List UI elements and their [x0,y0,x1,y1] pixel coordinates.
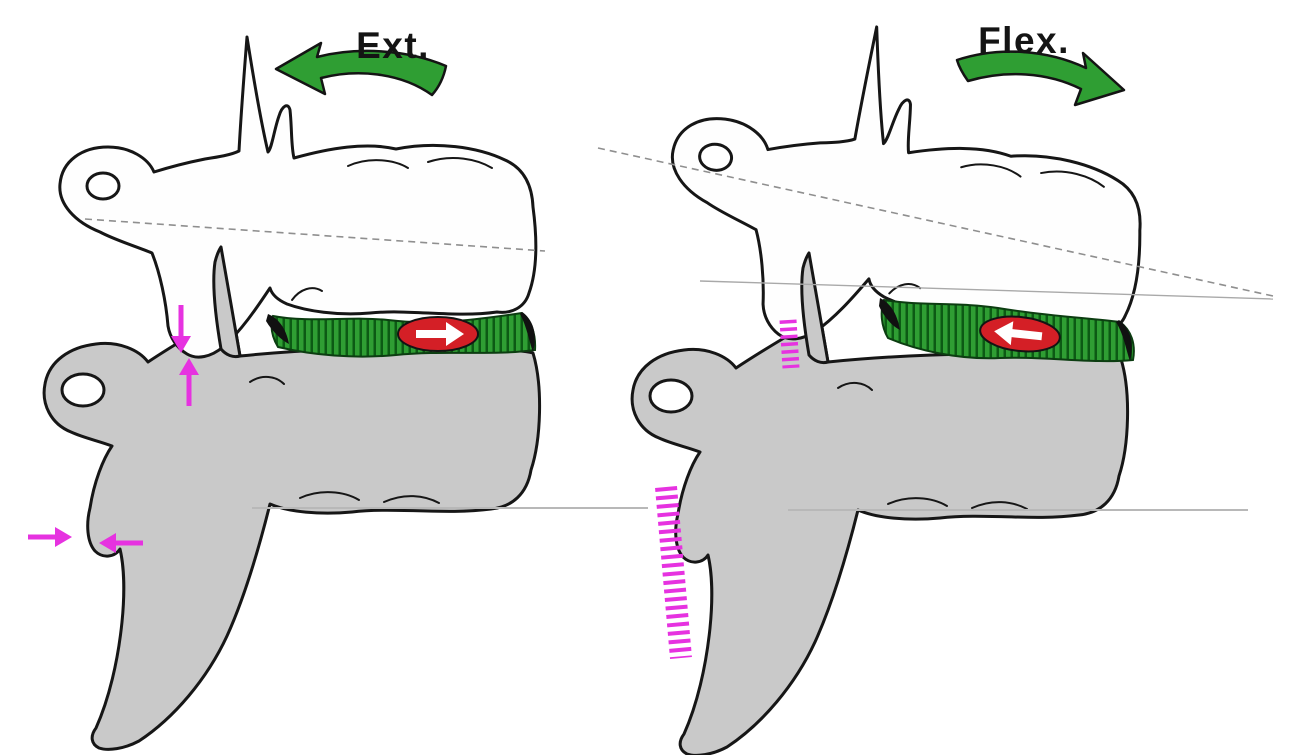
extension-disc-anterior-wedge [520,312,535,352]
flexion-facet-gap-hatch [779,319,800,369]
flexion-label: Flex. [978,20,1070,61]
spinous-arrow-right-head-icon [55,527,72,547]
extension-facet-compression-arrows [171,305,199,406]
flexion-disc-posterior-wedge [879,298,900,330]
facet-arrow-up-head-icon [179,358,199,375]
extension-panel: Ext. [28,25,648,751]
flexion-disc-anterior-wedge [1116,320,1132,361]
extension-disc-posterior-wedge [266,314,289,344]
extension-rotation-arrow-icon [274,41,448,97]
extension-spinous-approximation-arrows [28,527,143,553]
facet-arrow-down-head-icon [171,336,191,353]
flexion-nucleus-group [979,315,1061,353]
extension-nucleus-arrow-right-icon [416,322,464,346]
spinous-arrow-left-head-icon [99,533,116,553]
extension-upper-vertebra [58,35,538,359]
flexion-interspinous-gap-hatch [655,486,692,659]
flexion-rotation-arrow-icon [955,50,1126,107]
flexion-lower-endplate-reference-line [699,280,1274,300]
flexion-panel: Flex. [597,2,1274,755]
extension-label: Ext. [356,25,430,66]
extension-endplate-reference-line [84,218,546,252]
flexion-nucleus-arrow-left-icon [994,321,1043,346]
